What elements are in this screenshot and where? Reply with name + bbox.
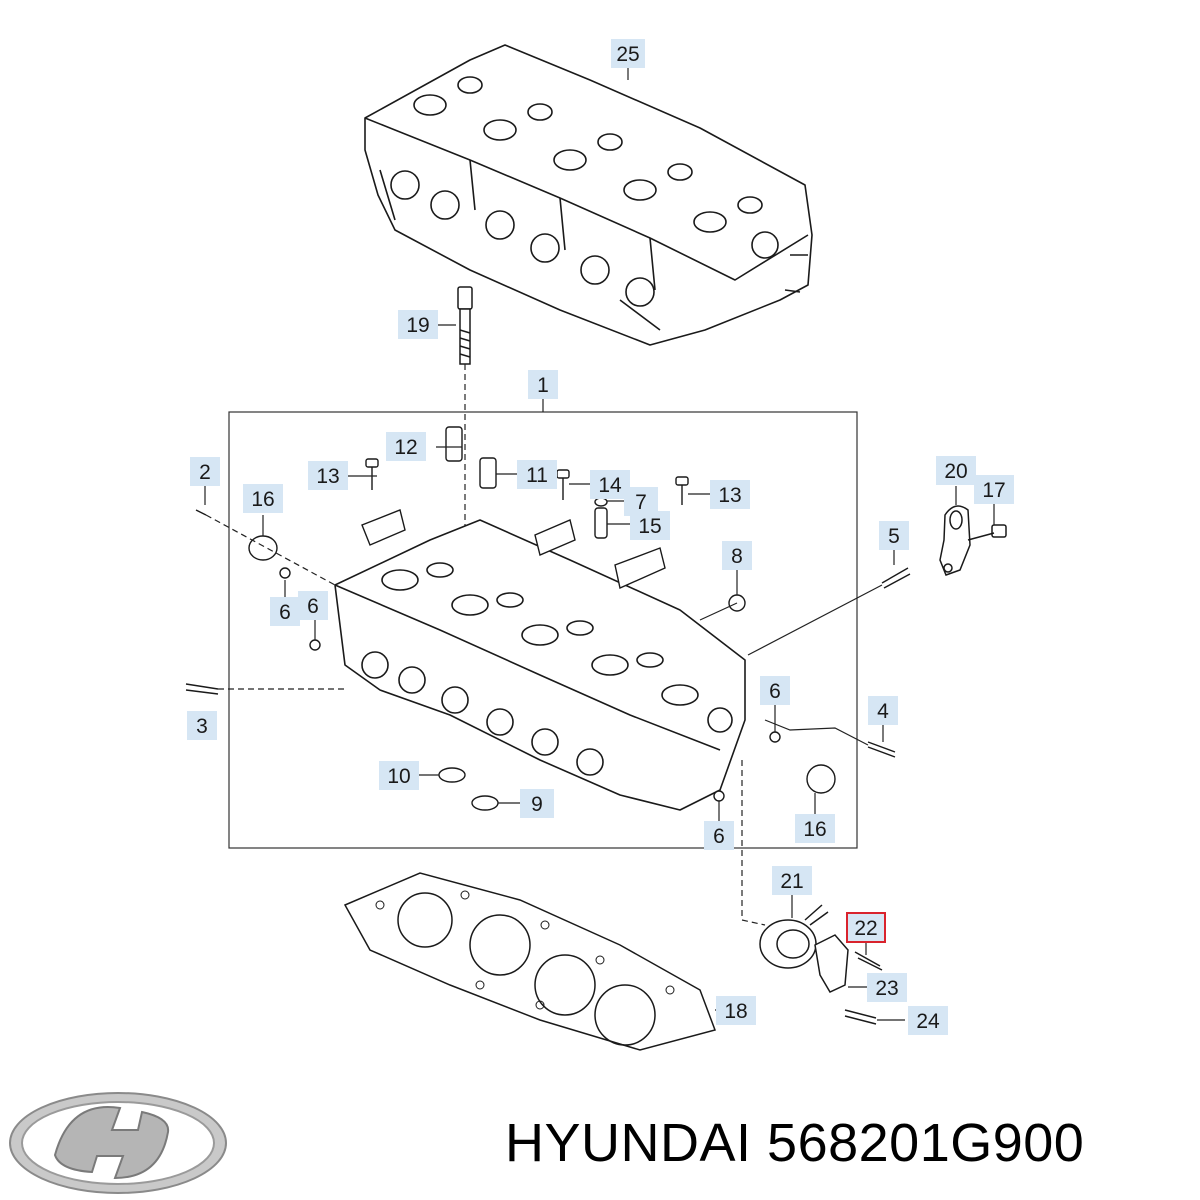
callout-21: 21	[772, 866, 812, 895]
callout-19: 19	[398, 310, 438, 339]
cylinder-head-drawing	[334, 519, 746, 811]
callout-2: 2	[190, 457, 220, 486]
callout-1: 1	[528, 370, 558, 399]
callout-label: 21	[780, 870, 803, 893]
callout-6: 6	[760, 676, 790, 705]
callout-3: 3	[187, 711, 217, 740]
callout-5: 5	[879, 521, 909, 550]
stud-drawing	[185, 567, 911, 758]
callout-16: 16	[795, 814, 835, 843]
callout-label: 16	[803, 818, 826, 841]
callout-16: 16	[243, 484, 283, 513]
hyundai-logo-icon	[9, 1092, 227, 1194]
callout-15: 15	[630, 511, 670, 540]
leader-lines	[204, 68, 995, 1021]
callout-label: 3	[196, 715, 208, 738]
head-bolt-drawing	[457, 286, 473, 365]
small-parts-drawing	[195, 426, 836, 811]
callout-label: 15	[638, 515, 661, 538]
vacuum-pump-drawing	[759, 904, 883, 1025]
callout-12: 12	[386, 432, 426, 461]
callout-label: 9	[531, 793, 543, 816]
head-cover-assembly-drawing	[364, 44, 813, 346]
callout-label: 11	[526, 464, 548, 487]
part-number: 568201G900	[767, 1113, 1085, 1173]
head-gasket-drawing	[343, 872, 716, 1051]
callout-11: 11	[517, 460, 557, 489]
callout-label: 6	[713, 825, 725, 848]
callout-label: 20	[944, 460, 967, 483]
callout-13: 13	[308, 461, 348, 490]
callout-label: 6	[307, 595, 319, 618]
callout-label: 1	[537, 374, 549, 397]
callout-6: 6	[704, 821, 734, 850]
callout-6: 6	[270, 597, 300, 626]
brand-name: HYUNDAI	[505, 1113, 752, 1173]
callout-label: 4	[877, 700, 889, 723]
callout-label: 8	[731, 545, 743, 568]
callout-6: 6	[298, 591, 328, 620]
callout-label: 6	[769, 680, 781, 703]
callout-labels: 25 19 1 2 12 13 11 14 7 13 15 16 20 17 5…	[187, 39, 1014, 1035]
callout-label: 6	[279, 601, 291, 624]
callout-23: 23	[867, 973, 907, 1002]
callout-18: 18	[716, 996, 756, 1025]
bracket-drawing	[939, 505, 1007, 576]
callout-label: 7	[635, 491, 647, 514]
callout-8: 8	[722, 541, 752, 570]
callout-label: 18	[724, 1000, 747, 1023]
callout-4: 4	[868, 696, 898, 725]
callout-label: 19	[406, 314, 429, 337]
callout-20: 20	[936, 456, 976, 485]
callout-13: 13	[710, 480, 750, 509]
callout-label: 17	[982, 479, 1005, 502]
callout-label: 25	[616, 43, 639, 66]
callout-label: 16	[251, 488, 274, 511]
callout-label: 13	[316, 465, 339, 488]
callout-label: 10	[387, 765, 410, 788]
callout-label: 12	[394, 436, 417, 459]
callout-17: 17	[974, 475, 1014, 504]
callout-22-highlighted: 22	[846, 912, 886, 943]
callout-label: 5	[888, 525, 900, 548]
callout-label: 14	[598, 474, 622, 497]
callout-label: 13	[718, 484, 741, 507]
callout-10: 10	[379, 761, 419, 790]
callout-9: 9	[520, 789, 554, 818]
callout-24: 24	[908, 1006, 948, 1035]
part-caption: HYUNDAI 568201G900	[505, 1108, 1195, 1178]
callout-label: 24	[916, 1010, 940, 1033]
callout-label: 2	[199, 461, 211, 484]
callout-label: 22	[854, 917, 877, 940]
callout-label: 23	[875, 977, 898, 1000]
callout-25: 25	[611, 39, 645, 68]
callout-14: 14	[590, 470, 630, 499]
